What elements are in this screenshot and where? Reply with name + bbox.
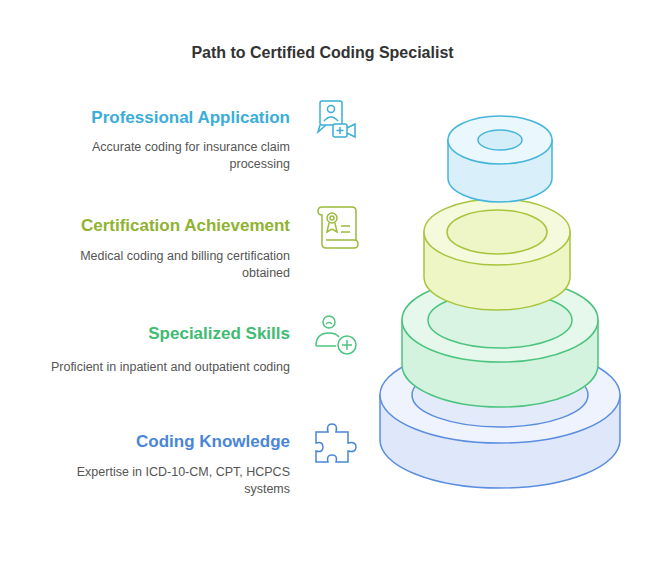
diagram-title: Path to Certified Coding Specialist bbox=[0, 43, 645, 63]
step-description: Expertise in ICD-10-CM, CPT, HCPCS syste… bbox=[55, 464, 290, 498]
certification-ring bbox=[424, 199, 570, 310]
step-heading: Coding Knowledge bbox=[30, 432, 290, 452]
application-ring bbox=[448, 116, 552, 202]
step-description: Accurate coding for insurance claim proc… bbox=[62, 139, 290, 173]
step-heading: Professional Application bbox=[30, 108, 290, 128]
step-heading: Specialized Skills bbox=[30, 324, 290, 344]
step-description: Medical coding and billing certification… bbox=[40, 248, 290, 282]
specialist-icon bbox=[316, 316, 356, 354]
certificate-icon bbox=[318, 207, 358, 248]
application-icon bbox=[318, 101, 355, 137]
step-heading: Certification Achievement bbox=[30, 216, 290, 236]
step-description: Proficient in inpatient and outpatient c… bbox=[5, 359, 290, 376]
puzzle-icon bbox=[316, 424, 356, 462]
